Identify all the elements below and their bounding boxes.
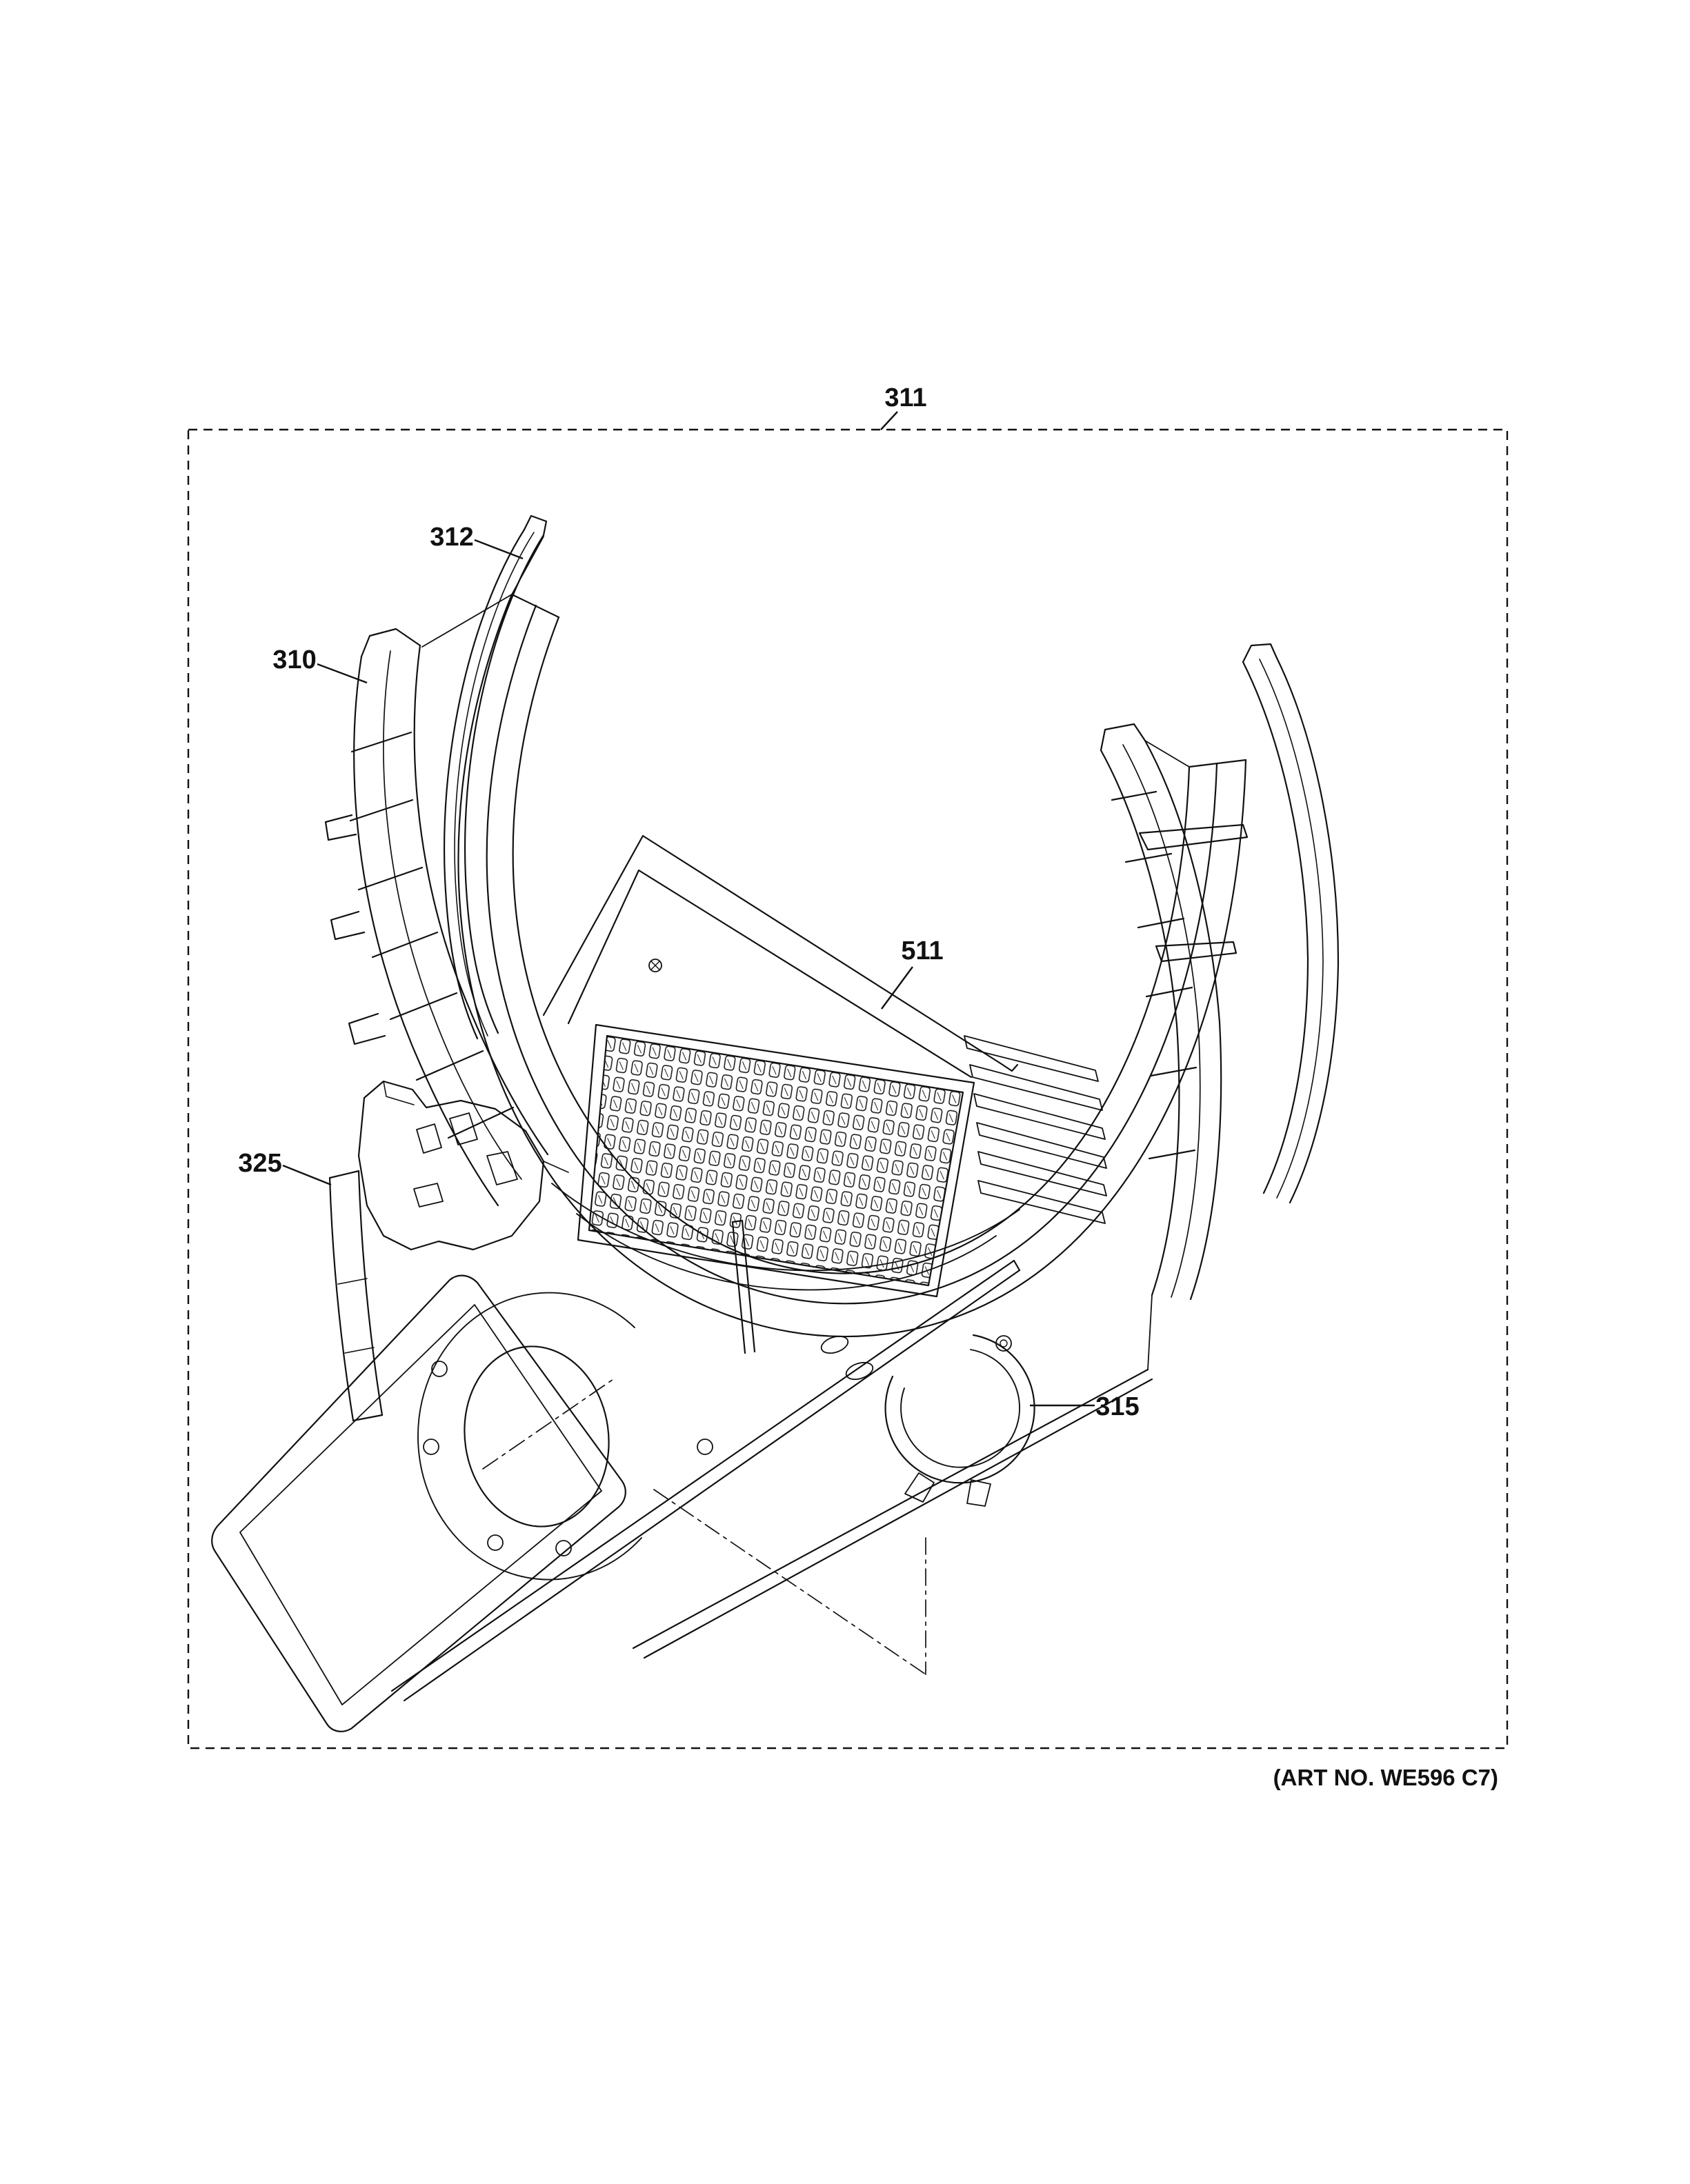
diagram-border [187, 428, 1509, 1750]
leader-lines [282, 411, 1095, 1407]
part-label-325: 325 [238, 1149, 281, 1178]
art-number: (ART NO. WE596 C7) [1273, 1765, 1498, 1790]
part-label-315: 315 [1095, 1392, 1139, 1421]
part-label-312: 312 [430, 523, 473, 552]
part-label-311: 311 [884, 383, 926, 412]
part-label-511: 511 [901, 936, 943, 965]
part-label-310: 310 [272, 645, 316, 674]
drawing-lines [211, 514, 1340, 1732]
